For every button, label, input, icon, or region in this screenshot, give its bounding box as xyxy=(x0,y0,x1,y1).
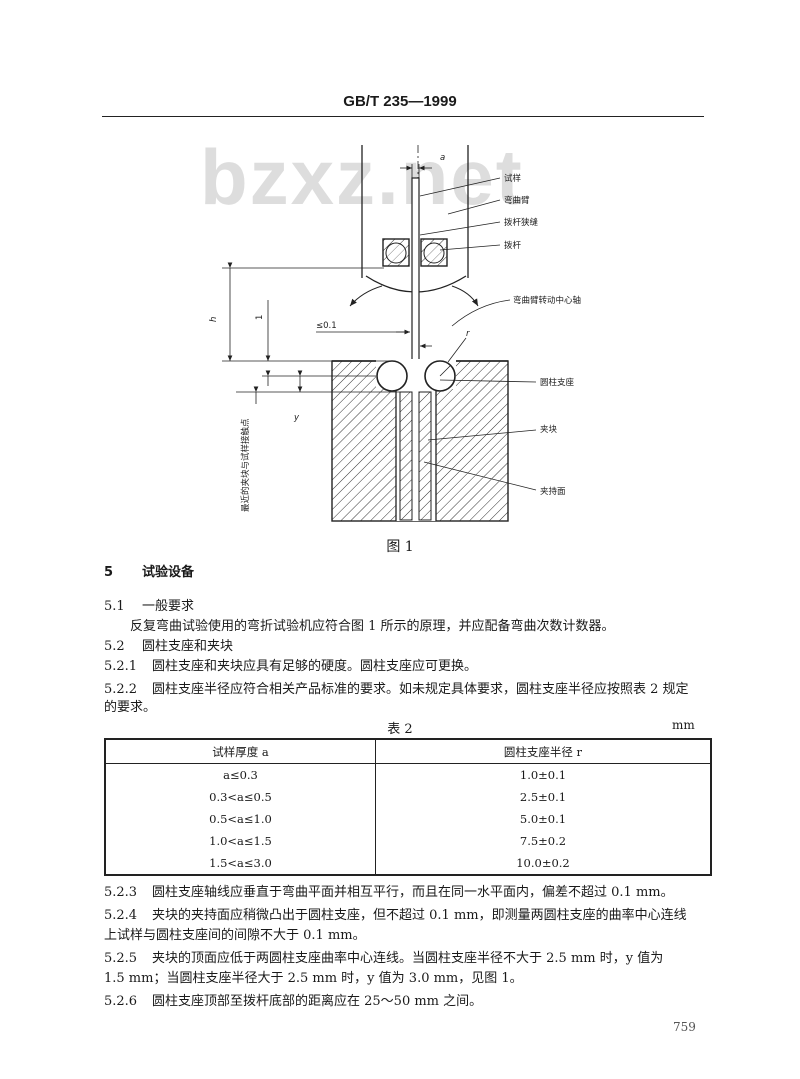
dimension-lines xyxy=(222,164,432,404)
table-row: 0.3<a≤0.5 2.5±0.1 xyxy=(103,786,712,808)
figure-caption: 图 1 xyxy=(386,539,414,555)
table-cell: 7.5±0.2 xyxy=(374,830,712,852)
clamp-block-right xyxy=(418,391,432,521)
table-row: 1.5<a≤3.0 10.0±0.2 xyxy=(103,852,712,875)
table-cell: 10.0±0.2 xyxy=(374,852,712,875)
bending-arm xyxy=(361,145,469,293)
paragraph-5-2-2-cont: 的要求。 xyxy=(104,700,157,715)
paragraph-5-2-5-cont: 1.5 mm；当圆柱支座半径大于 2.5 mm 时，y 值为 3.0 mm，见图… xyxy=(104,971,523,986)
table-unit: mm xyxy=(672,718,695,732)
label-y: y xyxy=(293,413,300,423)
label-gap: ≤0.1 xyxy=(316,321,337,331)
table-header-radius: 圆柱支座半径 r xyxy=(374,739,712,764)
page-header: GB/T 235—1999 xyxy=(343,93,457,110)
table-cell: a≤0.3 xyxy=(103,763,376,786)
label-specimen: 试样 xyxy=(504,173,522,184)
label-lever: 拨杆 xyxy=(504,240,522,251)
paragraph-5-1: 反复弯曲试验使用的弯折试验机应符合图 1 所示的原理，并应配备弯曲次数计数器。 xyxy=(130,619,615,634)
table-row: a≤0.3 1.0±0.1 xyxy=(103,763,712,786)
label-h: h xyxy=(209,317,219,322)
table-row: 0.5<a≤1.0 5.0±0.1 xyxy=(103,808,712,830)
leader-lines xyxy=(419,177,537,491)
table-header-thickness: 试样厚度 a xyxy=(103,739,376,764)
label-cyl-support: 圆柱支座 xyxy=(540,377,575,388)
label-1: 1 xyxy=(255,315,265,320)
rotation-arrow-right xyxy=(451,285,479,307)
table-cell: 1.0<a≤1.5 xyxy=(103,830,376,852)
cylindrical-support-left xyxy=(376,360,408,392)
label-a: a xyxy=(440,153,445,163)
label-bending-arm: 弯曲臂 xyxy=(504,195,530,206)
table-cell: 1.0±0.1 xyxy=(374,763,712,786)
label-clamp-face: 夹持面 xyxy=(540,486,566,497)
label-r: r xyxy=(466,329,470,339)
paragraph-5-2-4-cont: 上试样与圆柱支座间的间隙不大于 0.1 mm。 xyxy=(104,928,366,943)
figure-1-diagram: a 试样 弯曲臂 拨杆狭缝 拨杆 弯曲臂转动中心轴 h 1 ≤0.1 r 圆柱支… xyxy=(209,145,581,522)
table-cell: 2.5±0.1 xyxy=(374,786,712,808)
header-rule xyxy=(102,116,704,117)
table-cell: 0.5<a≤1.0 xyxy=(103,808,376,830)
table-2: 试样厚度 a 圆柱支座半径 r a≤0.3 1.0±0.1 0.3<a≤0.5 … xyxy=(103,738,712,876)
label-pivot-axis: 弯曲臂转动中心轴 xyxy=(513,295,581,306)
page-number: 759 xyxy=(673,1020,696,1034)
rotation-arrow-left xyxy=(349,285,383,307)
table-cell: 5.0±0.1 xyxy=(374,808,712,830)
clamp-block-left xyxy=(399,391,413,521)
label-clamp-block: 夹块 xyxy=(540,424,558,435)
table-title: 表 2 xyxy=(387,722,413,737)
table-cell: 1.5<a≤3.0 xyxy=(103,852,376,875)
clamp-assembly xyxy=(331,359,509,522)
label-contact-point: 最近的夹块与试样接触点 xyxy=(240,418,251,512)
table-cell: 0.3<a≤0.5 xyxy=(103,786,376,808)
table-row: 1.0<a≤1.5 7.5±0.2 xyxy=(103,830,712,852)
label-lever-slot: 拨杆狭缝 xyxy=(504,217,539,228)
